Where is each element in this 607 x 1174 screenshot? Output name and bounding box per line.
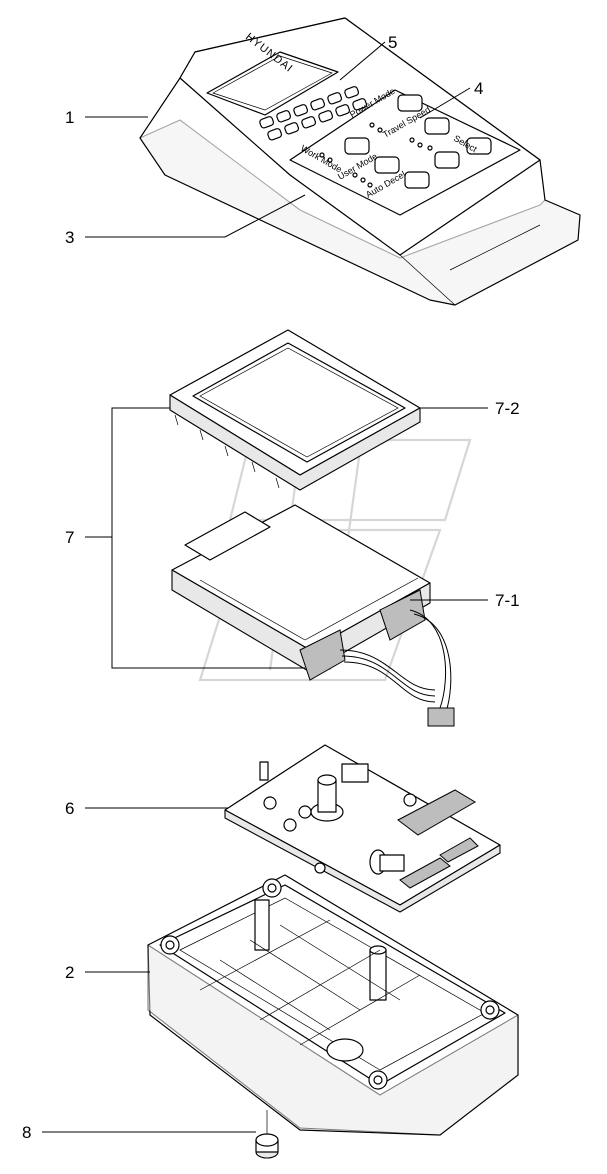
callout-7-1: 7-1	[410, 591, 520, 610]
callout-label-2: 2	[65, 963, 74, 982]
circuit-board-part-6	[224, 744, 501, 913]
callout-1: 1	[65, 108, 148, 127]
callout-label-7-1: 7-1	[495, 591, 520, 610]
grommet-part-8	[255, 1110, 279, 1159]
indicator-leds	[319, 122, 433, 188]
callout-2: 2	[65, 963, 150, 982]
ribbon-cable	[339, 609, 455, 727]
lcd-frame-part-7-2	[169, 329, 421, 491]
callout-6: 6	[65, 799, 228, 818]
callout-7-2: 7-2	[420, 399, 520, 418]
callout-label-6: 6	[65, 799, 74, 818]
callout-7-bracket: 7	[65, 407, 305, 669]
callout-label-5: 5	[388, 33, 397, 52]
callout-label-1: 1	[65, 108, 74, 127]
callout-label-7-2: 7-2	[495, 399, 520, 418]
screen-button-grid	[259, 86, 368, 141]
callout-label-4: 4	[474, 79, 483, 98]
callout-8: 8	[22, 1123, 256, 1142]
control-panel-buttons	[344, 94, 492, 189]
front-cover-part-1: HYUNDAI Work Mode Power Mode Travel Spee…	[139, 17, 581, 306]
callout-label-7: 7	[65, 528, 74, 547]
callout-label-3: 3	[65, 228, 74, 247]
callout-5: 5	[339, 33, 397, 81]
callout-label-8: 8	[22, 1123, 31, 1142]
callout-3: 3	[65, 194, 306, 247]
rear-housing-part-2	[147, 874, 519, 1136]
lcd-module-part-7-1	[171, 504, 455, 727]
callout-4: 4	[419, 79, 483, 119]
